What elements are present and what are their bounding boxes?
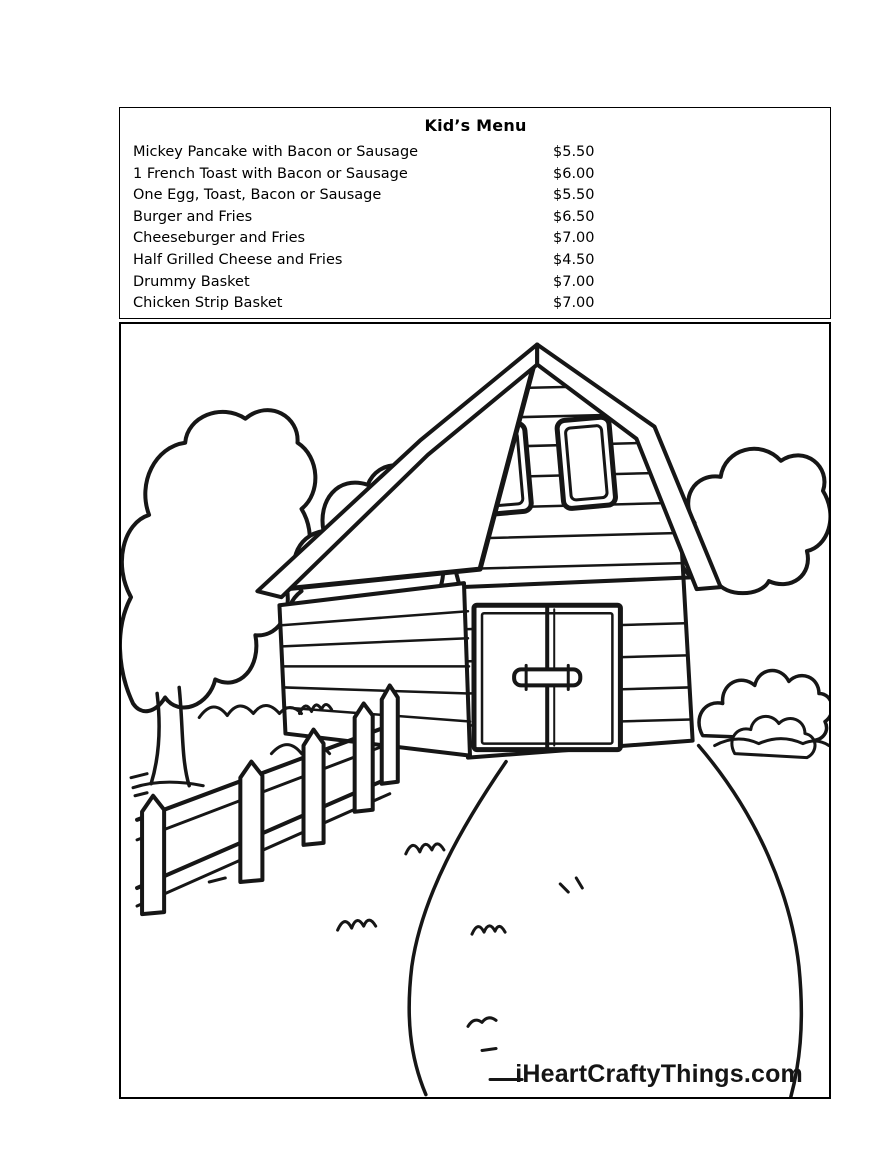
menu-item-price: $7.00: [553, 295, 595, 312]
menu-item-price: $7.00: [553, 230, 595, 247]
menu-item-price: $6.00: [553, 165, 595, 182]
menu-item-name: Half Grilled Cheese and Fries: [133, 251, 343, 268]
menu-item-row: Chicken Strip Basket $7.00: [133, 293, 818, 315]
menu-item-price: $5.50: [553, 187, 595, 204]
menu-item-row: Mickey Pancake with Bacon or Sausage $5.…: [133, 142, 818, 164]
menu-item-list: Mickey Pancake with Bacon or Sausage $5.…: [133, 142, 818, 315]
menu-item-name: Mickey Pancake with Bacon or Sausage: [133, 144, 419, 160]
menu-item-row: One Egg, Toast, Bacon or Sausage $5.50: [133, 185, 818, 207]
menu-item-name: 1 French Toast with Bacon or Sausage: [133, 165, 408, 182]
menu-item-price: $7.00: [553, 273, 595, 290]
menu-item-name: Chicken Strip Basket: [133, 295, 283, 312]
menu-item-price: $6.50: [553, 208, 595, 225]
menu-title: Kid’s Menu: [424, 116, 527, 135]
menu-item-row: 1 French Toast with Bacon or Sausage $6.…: [133, 164, 818, 186]
kids-menu-section: Kid’s Menu Mickey Pancake with Bacon or …: [119, 107, 831, 319]
menu-item-price: $5.50: [553, 144, 595, 160]
coloring-illustration-box: iHeartCraftyThings.com: [119, 322, 831, 1099]
menu-item-row: Cheeseburger and Fries $7.00: [133, 228, 818, 250]
menu-item-row: Half Grilled Cheese and Fries $4.50: [133, 250, 818, 272]
menu-item-name: Burger and Fries: [133, 208, 253, 225]
menu-item-name: Cheeseburger and Fries: [133, 230, 306, 247]
menu-item-name: One Egg, Toast, Bacon or Sausage: [133, 187, 382, 204]
menu-item-price: $4.50: [553, 251, 595, 268]
barn-coloring-illustration: [121, 342, 829, 1097]
menu-item-row: Burger and Fries $6.50: [133, 207, 818, 229]
menu-item-name: Drummy Basket: [133, 273, 250, 290]
watermark-text: iHeartCraftyThings.com: [515, 1060, 803, 1088]
menu-item-row: Drummy Basket $7.00: [133, 272, 818, 294]
